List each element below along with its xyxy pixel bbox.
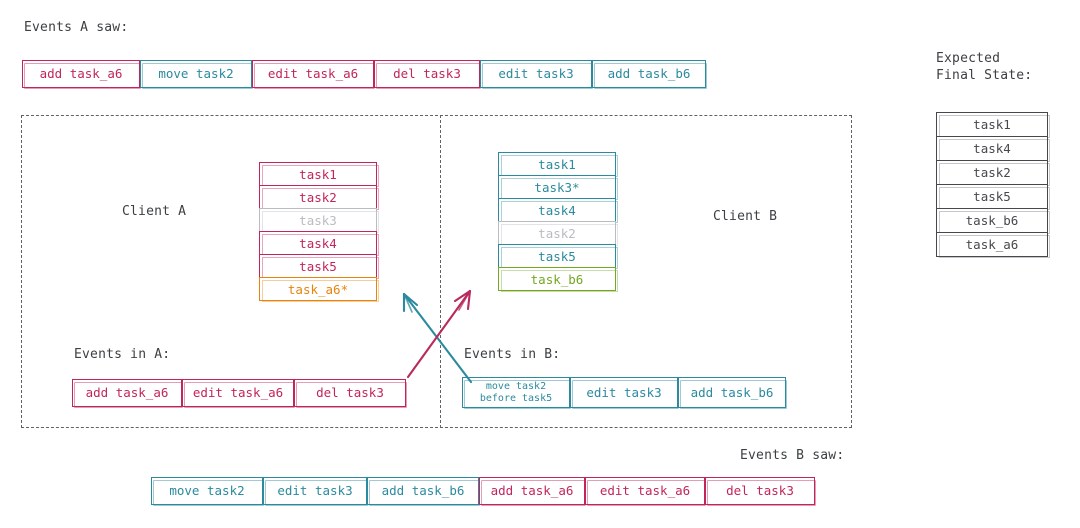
events-a-saw-chip-1[interactable]: move task2 xyxy=(140,60,253,89)
client-a-label: Client A xyxy=(122,204,187,219)
events-a-saw-chip-3[interactable]: del task3 xyxy=(374,60,481,89)
events-a-saw-chip-label-3: del task3 xyxy=(393,66,461,82)
expected-final-state-task-item-5[interactable]: task_a6 xyxy=(936,232,1050,258)
expected-final-state-stack: task1 task4 task2 task5 task_b6 task_a6 xyxy=(936,112,1050,258)
events-b-saw-chip-label-0: move task2 xyxy=(169,483,245,499)
expected-final-state-title: Expected Final State: xyxy=(936,50,1032,84)
events-a-saw-chip-label-2: edit task_a6 xyxy=(267,66,359,82)
events-a-saw-chip-label-5: add task_b6 xyxy=(607,66,691,82)
events-a-saw-chip-0[interactable]: add task_a6 xyxy=(22,60,141,89)
expected-final-state-task-item-2[interactable]: task2 xyxy=(936,160,1050,186)
events-in-a-chip-2[interactable]: del task3 xyxy=(294,379,407,408)
expected-final-state-task-item-label-3: task5 xyxy=(973,189,1011,204)
client-b-label: Client B xyxy=(713,209,778,224)
expected-final-state-task-item-label-4: task_b6 xyxy=(965,213,1019,228)
events-b-saw-chip-0[interactable]: move task2 xyxy=(151,477,264,506)
expected-final-state-task-item-label-2: task2 xyxy=(973,165,1011,180)
events-b-saw-chip-2[interactable]: add task_b6 xyxy=(367,477,480,506)
client-a-task-stack: task1 task2 task3 task4 task5 task_a6* xyxy=(259,162,379,302)
expected-final-state-task-item-3[interactable]: task5 xyxy=(936,184,1050,210)
events-b-saw-chip-4[interactable]: edit task_a6 xyxy=(585,477,706,506)
client-b-task-item-label-0: task1 xyxy=(538,156,576,172)
client-a-task-item-5[interactable]: task_a6* xyxy=(259,277,379,302)
events-b-saw-chip-label-3: add task_a6 xyxy=(490,483,574,499)
events-b-saw-chip-label-2: add task_b6 xyxy=(381,483,465,499)
client-a-task-item-label-5: task_a6* xyxy=(287,281,349,297)
client-b-task-item-2[interactable]: task4 xyxy=(498,198,618,223)
expected-final-state-task-item-1[interactable]: task4 xyxy=(936,136,1050,162)
client-b-task-item-label-1: task3* xyxy=(534,179,580,195)
events-in-b-chip-label-2: add task_b6 xyxy=(690,384,774,400)
events-a-saw-chip-label-1: move task2 xyxy=(158,66,234,82)
expected-final-state-task-item-label-0: task1 xyxy=(973,117,1011,132)
client-a-task-item-0[interactable]: task1 xyxy=(259,162,379,187)
client-a-task-item-3[interactable]: task4 xyxy=(259,231,379,256)
events-a-saw-chip-5[interactable]: add task_b6 xyxy=(592,60,707,89)
events-in-b-title: Events in B: xyxy=(464,347,561,362)
events-a-saw-strip: add task_a6 move task2 edit task_a6 del tas… xyxy=(22,60,707,89)
events-b-saw-chip-1[interactable]: edit task3 xyxy=(263,477,368,506)
events-b-saw-strip: move task2 edit task3 add task_b6 add task_… xyxy=(151,477,816,506)
client-b-task-item-0[interactable]: task1 xyxy=(498,152,618,177)
events-in-b-chip-2[interactable]: add task_b6 xyxy=(678,377,787,409)
events-a-saw-chip-label-0: add task_a6 xyxy=(39,66,123,82)
expected-final-state-task-item-0[interactable]: task1 xyxy=(936,112,1050,138)
expected-final-state-task-item-label-5: task_a6 xyxy=(965,237,1019,252)
client-b-task-item-label-3: task2 xyxy=(538,225,576,241)
client-a-task-item-4[interactable]: task5 xyxy=(259,254,379,279)
events-a-saw-title: Events A saw: xyxy=(24,20,129,35)
client-b-task-item-3[interactable]: task2 xyxy=(498,221,618,246)
events-b-saw-chip-3[interactable]: add task_a6 xyxy=(479,477,586,506)
events-in-a-chip-1[interactable]: edit task_a6 xyxy=(182,379,295,408)
events-a-saw-chip-label-4: edit task3 xyxy=(498,66,574,82)
events-in-a-chip-label-0: add task_a6 xyxy=(85,385,169,401)
client-b-task-stack: task1 task3* task4 task2 task5 task_b6 xyxy=(498,152,618,292)
client-a-task-item-label-2: task3 xyxy=(299,212,337,228)
events-b-saw-chip-label-5: del task3 xyxy=(726,483,794,499)
client-a-task-item-label-3: task4 xyxy=(299,235,337,251)
client-a-task-item-1[interactable]: task2 xyxy=(259,185,379,210)
expected-label-line2: Final State: xyxy=(936,68,1033,83)
events-a-saw-chip-4[interactable]: edit task3 xyxy=(480,60,593,89)
client-a-task-item-label-0: task1 xyxy=(299,166,337,182)
client-a-task-item-2[interactable]: task3 xyxy=(259,208,379,233)
client-b-task-item-1[interactable]: task3* xyxy=(498,175,618,200)
events-b-saw-chip-label-4: edit task_a6 xyxy=(599,483,691,499)
events-a-saw-chip-2[interactable]: edit task_a6 xyxy=(252,60,375,89)
expected-final-state-task-item-label-1: task4 xyxy=(973,141,1011,156)
events-b-saw-chip-label-1: edit task3 xyxy=(277,483,353,499)
events-in-a-chip-0[interactable]: add task_a6 xyxy=(72,379,183,408)
events-b-saw-title: Events B saw: xyxy=(740,448,845,463)
events-in-b-chip-1[interactable]: edit task3 xyxy=(570,377,679,409)
client-b-task-item-label-5: task_b6 xyxy=(530,271,584,287)
expected-label-line1: Expected xyxy=(936,51,1001,66)
client-b-task-item-5[interactable]: task_b6 xyxy=(498,267,618,292)
client-b-task-item-4[interactable]: task5 xyxy=(498,244,618,269)
client-a-task-item-label-4: task5 xyxy=(299,258,337,274)
events-in-a-strip: add task_a6 edit task_a6 del task3 xyxy=(72,379,407,408)
client-b-task-item-label-4: task5 xyxy=(538,248,576,264)
clients-dashed-container xyxy=(21,115,852,428)
client-b-task-item-label-2: task4 xyxy=(538,202,576,218)
clients-dashed-divider xyxy=(440,115,441,428)
events-in-a-chip-label-2: del task3 xyxy=(316,385,384,401)
events-in-b-chip-label-1: edit task3 xyxy=(586,384,662,400)
events-in-a-title: Events in A: xyxy=(74,347,171,362)
events-in-a-chip-label-1: edit task_a6 xyxy=(192,385,284,401)
expected-final-state-task-item-4[interactable]: task_b6 xyxy=(936,208,1050,234)
client-a-task-item-label-1: task2 xyxy=(299,189,337,205)
events-b-saw-chip-5[interactable]: del task3 xyxy=(705,477,816,506)
